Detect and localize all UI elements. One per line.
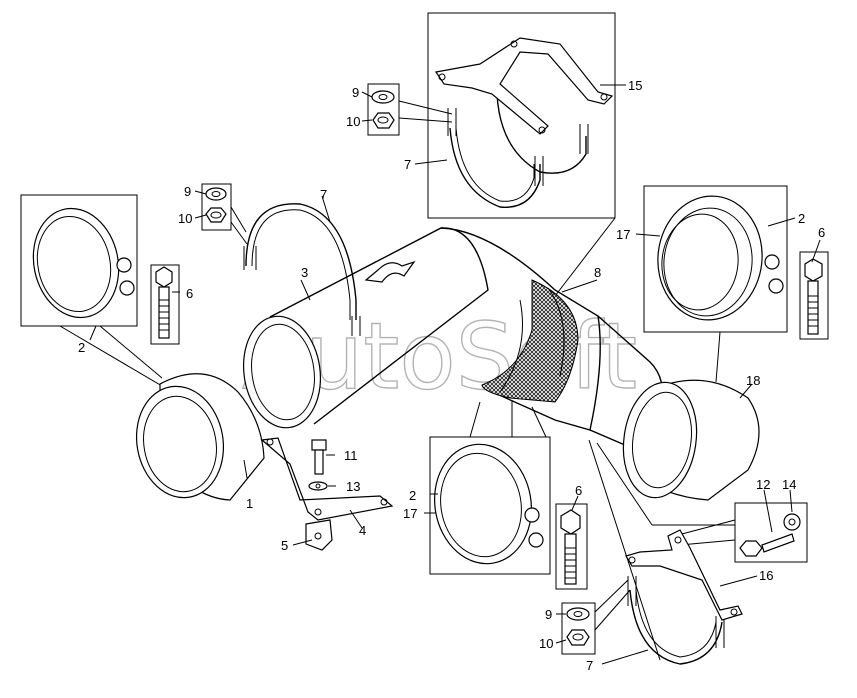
pipe-sleeve [622,379,760,501]
label-2-right: 2 [798,211,805,226]
pipe-clamp-left [32,207,135,319]
label-5: 5 [281,538,288,553]
label-15: 15 [628,78,642,93]
washer-nut-bottom [566,607,590,646]
bolt-12 [739,513,801,557]
label-14: 14 [782,477,796,492]
washer-nut-top [371,90,395,129]
label-8: 8 [594,265,601,280]
detail-box-bolt-washer [734,502,808,563]
bracket-16 [625,529,743,621]
label-10-left: 10 [178,211,192,226]
strap-top [447,93,589,208]
label-7-top: 7 [404,157,411,172]
detail-box-clamp-right [643,185,788,333]
label-6-right: 6 [818,225,825,240]
detail-box-bolt-left [150,264,180,345]
exhaust-pipe [242,227,489,429]
connector-collar [135,373,265,501]
flexible-hose-pipe [440,227,664,446]
bolt-right [804,258,823,335]
bolt-bottom [560,509,581,585]
label-6-left: 6 [186,286,193,301]
washer-nut-left [205,187,227,223]
label-9-top: 9 [352,85,359,100]
pipe-clamp-right [657,195,784,321]
label-18: 18 [746,373,760,388]
label-10-top: 10 [346,114,360,129]
label-16: 16 [759,568,773,583]
label-1: 1 [246,496,253,511]
detail-box-washer-nut-bottom [561,602,596,655]
leader-lines [59,100,736,661]
label-9-bottom: 9 [545,607,552,622]
detail-box-bolt-bottom [555,503,588,590]
bolt-left [155,266,173,339]
label-2-bottom: 2 [409,488,416,503]
callout-numbers: 1 2 2 2 3 4 5 6 6 6 7 7 7 8 9 9 9 10 10 … [78,78,825,673]
callout-leaders [89,84,821,665]
label-10-bottom: 10 [539,636,553,651]
label-6-bottom: 6 [575,483,582,498]
detail-box-clamp-left [20,194,138,327]
label-4: 4 [359,523,366,538]
label-9-left: 9 [184,184,191,199]
label-13: 13 [346,479,360,494]
label-3: 3 [301,265,308,280]
label-11: 11 [344,448,358,463]
label-7-left: 7 [320,187,327,202]
label-12: 12 [756,477,770,492]
detail-box-bracket-top [427,12,616,219]
detail-box-washer-nut-top [367,83,400,136]
label-17-bottom: 17 [403,506,417,521]
detail-box-clamp-bottom [429,436,551,575]
bracket-top [434,37,614,135]
bolt-11 [308,439,328,491]
label-2-left: 2 [78,340,85,355]
bracket-4 [260,437,394,521]
strap-left [243,203,361,336]
strap-bottom [627,576,725,665]
label-7-bottom: 7 [586,658,593,673]
detail-box-bolt-right [799,251,829,340]
label-17-right: 17 [616,227,630,242]
bracket-5 [305,519,333,551]
pipe-clamp-bottom [433,443,544,565]
